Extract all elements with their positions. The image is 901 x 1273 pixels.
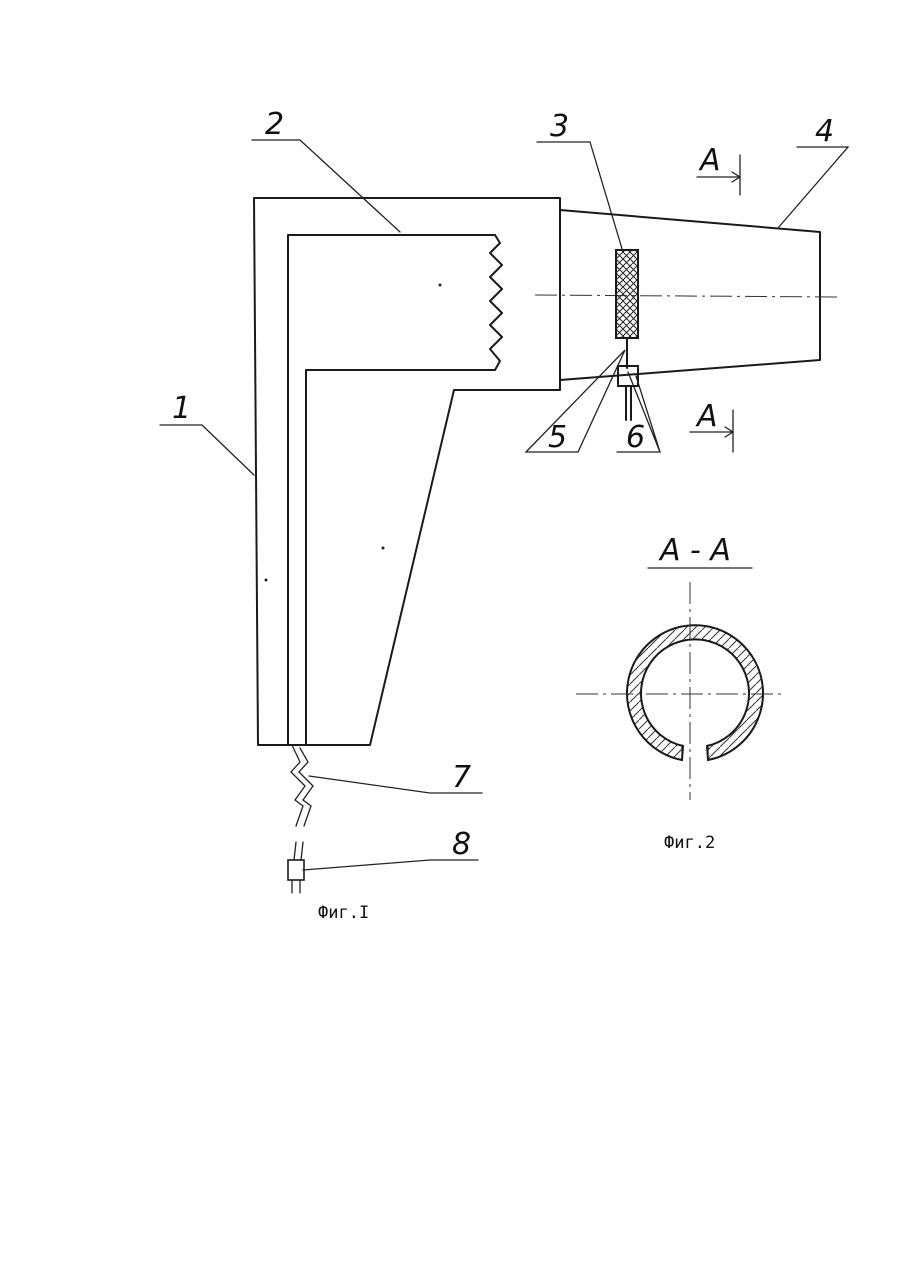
cord-end <box>294 842 303 860</box>
ring-section <box>627 625 763 760</box>
filter-element <box>616 250 638 338</box>
callout-4: 4 <box>815 114 834 149</box>
callout-6: 6 <box>626 420 645 455</box>
figure-1: A A 1 2 3 4 5 6 7 8 Фиг.I <box>160 107 848 923</box>
housing-outline <box>254 198 560 745</box>
callout-7: 7 <box>452 760 471 795</box>
leader-4 <box>778 147 848 228</box>
heating-element-coil <box>490 235 502 370</box>
callout-1: 1 <box>172 391 191 426</box>
dot-mark <box>439 284 442 287</box>
figure-2: A - A Фиг.2 <box>576 533 782 853</box>
power-cord <box>291 745 313 826</box>
callout-2: 2 <box>265 107 284 142</box>
inner-duct-lower <box>306 370 495 745</box>
leader-5 <box>526 350 625 452</box>
callout-5: 5 <box>548 420 567 455</box>
dot-mark <box>265 579 268 582</box>
callout-3: 3 <box>550 109 569 144</box>
center-axis <box>535 295 838 297</box>
leader-1 <box>160 425 254 475</box>
section-marker-top: A <box>698 143 721 178</box>
section-title: A - A <box>658 533 731 568</box>
figure-1-caption: Фиг.I <box>318 903 369 923</box>
figure-2-caption: Фиг.2 <box>664 833 715 853</box>
plug-body <box>288 860 304 880</box>
plug-pins <box>292 880 300 893</box>
inner-duct <box>288 235 495 745</box>
callout-8: 8 <box>452 827 471 862</box>
leader-2 <box>252 140 400 232</box>
section-marker-bottom: A <box>695 399 718 434</box>
dot-mark <box>382 547 385 550</box>
